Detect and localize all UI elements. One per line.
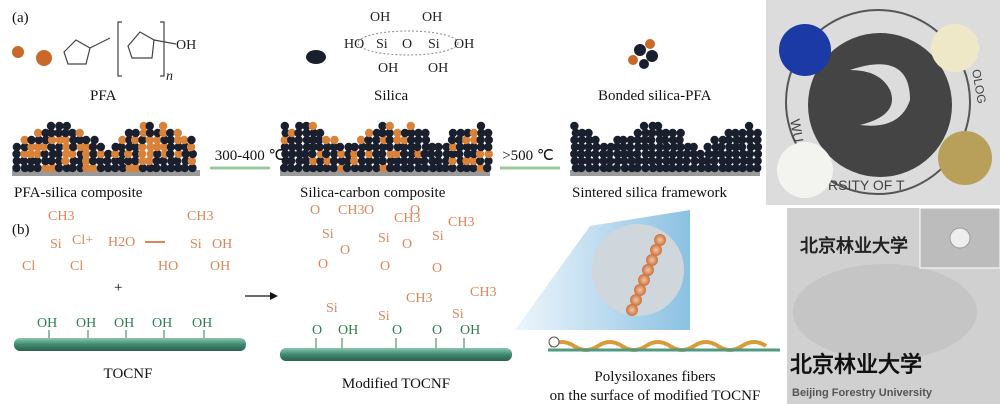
svg-text:Si: Si (428, 37, 440, 52)
svg-text:OH: OH (210, 259, 230, 274)
svg-text:CH3: CH3 (338, 203, 364, 218)
svg-text:北京林业大学: 北京林业大学 (790, 352, 922, 377)
photo-beijing-logo: 北京林业大学 北京林业大学 Beijing Forestry Universit… (787, 207, 1000, 404)
svg-text:OH: OH (212, 237, 232, 252)
hydroxyl-label: OH (76, 316, 96, 331)
svg-text:RSITY OF T: RSITY OF T (828, 177, 905, 193)
arrow2-label: >500 ℃ (502, 148, 554, 164)
bonded-label: Bonded silica-PFA (598, 88, 712, 104)
bonded-particle (628, 39, 658, 69)
svg-text:H2O: H2O (108, 235, 135, 250)
svg-text:北京林业大学: 北京林业大学 (800, 235, 908, 256)
svg-text:CH3: CH3 (406, 291, 432, 306)
clear-droplet (931, 24, 979, 72)
svg-text:Si: Si (378, 309, 390, 324)
tocnf-rod (14, 338, 246, 351)
svg-text:OH: OH (378, 61, 398, 76)
pfa-n: n (166, 69, 173, 84)
svg-text:CH3: CH3 (394, 211, 420, 226)
silica-particle (306, 50, 326, 64)
step1-label: PFA-silica composite (14, 185, 143, 201)
step3-label: Sintered silica framework (572, 185, 727, 201)
composite-strip-2 (279, 121, 493, 176)
composite-strip-3 (570, 121, 763, 176)
panel-b-label: (b) (12, 222, 30, 238)
modified-tocnf-label: Modified TOCNF (342, 376, 450, 392)
svg-text:Si: Si (326, 301, 338, 316)
svg-text:Si: Si (376, 37, 388, 52)
composite-strip-1 (12, 121, 200, 176)
plus-sign: + (114, 280, 122, 296)
svg-text:Si: Si (190, 237, 202, 252)
hydroxyl-label: OH (114, 316, 134, 331)
tocnf-hydroxyls: OH OH OH OH OH (37, 316, 212, 338)
svg-text:Si: Si (432, 229, 444, 244)
svg-text:Cl: Cl (70, 259, 83, 274)
svg-text:Si: Si (322, 227, 334, 242)
svg-text:HO: HO (344, 37, 364, 52)
svg-text:OH: OH (422, 10, 442, 25)
svg-text:O: O (380, 259, 390, 274)
tocnf-label: TOCNF (104, 366, 153, 382)
silica-label: Silica (374, 88, 409, 104)
pfa-label: PFA (90, 88, 117, 104)
fiber-beads (626, 234, 666, 316)
svg-text:O: O (364, 203, 374, 218)
svg-text:CH3: CH3 (48, 209, 74, 224)
svg-text:O: O (310, 203, 320, 218)
svg-text:CH3: CH3 (187, 209, 213, 224)
svg-text:O: O (312, 323, 322, 338)
pfa-oh: OH (176, 38, 196, 53)
hydroxyl-label: OH (152, 316, 172, 331)
svg-text:OH: OH (428, 61, 448, 76)
svg-text:O: O (402, 37, 412, 52)
hydroxyl-label: OH (37, 316, 57, 331)
svg-text:Cl: Cl (22, 259, 35, 274)
svg-text:O: O (432, 261, 442, 276)
hydroxyl-label: OH (192, 316, 212, 331)
photo-wuhan-logo: WUHAN RSITY OF T OLOG (766, 0, 1000, 205)
svg-text:O: O (318, 257, 328, 272)
svg-text:OH: OH (370, 10, 390, 25)
svg-text:OLOG: OLOG (969, 68, 989, 105)
svg-text:O: O (432, 323, 442, 338)
fibers-label-1: Polysiloxanes fibers (594, 369, 715, 385)
svg-text:Beijing Forestry University: Beijing Forestry University (792, 387, 933, 399)
arrow1-label: 300-400 ℃ (215, 148, 286, 164)
silanol: CH3 Si OH HO OH (158, 209, 232, 274)
panel-a-label: (a) (12, 10, 29, 26)
svg-text:Si: Si (378, 231, 390, 246)
step2-label: Silica-carbon composite (300, 185, 446, 201)
silica-structure: OH OH HO Si O Si OH OH OH (344, 10, 474, 76)
blue-droplet (779, 24, 831, 76)
pfa-particles (12, 46, 52, 66)
svg-text:O: O (402, 237, 412, 252)
svg-text:CH3: CH3 (470, 285, 496, 300)
yellow-droplet (938, 131, 992, 185)
svg-text:OH: OH (454, 37, 474, 52)
methyltrichlorosilane: CH3 Si Cl+ Cl Cl H2O (22, 209, 135, 274)
modified-tocnf-rod (280, 348, 512, 361)
composite-strips (12, 121, 763, 176)
svg-text:Si: Si (50, 237, 62, 252)
svg-text:OH: OH (338, 323, 358, 338)
pfa-structure (63, 21, 177, 77)
fibers-label-2: on the surface of modified TOCNF (550, 388, 761, 404)
svg-text:O: O (410, 203, 420, 218)
svg-text:Si: Si (452, 307, 464, 322)
svg-text:O: O (340, 243, 350, 258)
svg-text:OH: OH (460, 323, 480, 338)
svg-text:HO: HO (158, 259, 178, 274)
svg-text:O: O (392, 323, 402, 338)
svg-text:CH3: CH3 (448, 215, 474, 230)
white-droplet (777, 142, 833, 198)
svg-text:Cl+: Cl+ (72, 233, 93, 248)
